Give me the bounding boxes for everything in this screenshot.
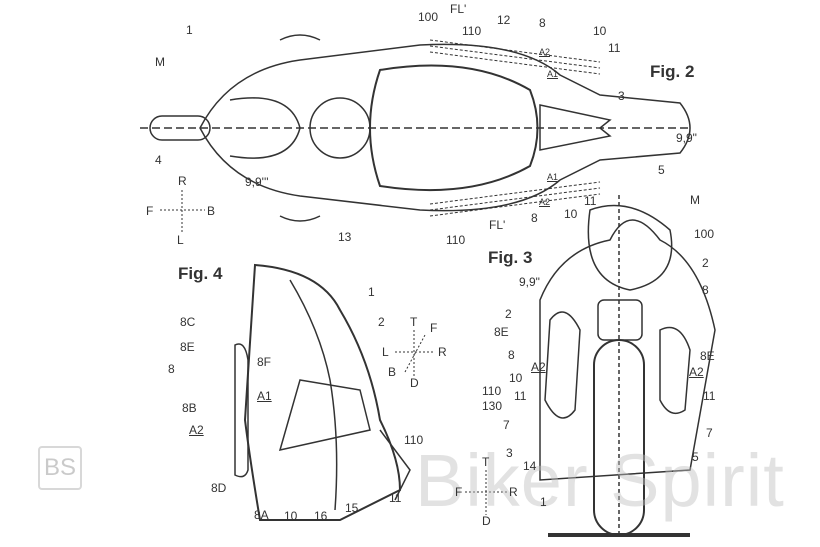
fig3-front-view-drawing	[539, 195, 716, 537]
fig4-label: 8A	[254, 508, 269, 522]
fig2-label: 3	[618, 89, 625, 103]
fig3-label: T	[482, 455, 490, 469]
fig3-label: 130	[482, 399, 503, 413]
fig4-label: 16	[314, 509, 328, 523]
fig3-label: R	[509, 485, 518, 499]
fig2-label: 12	[497, 13, 511, 27]
fig3-label: 9,9"	[519, 275, 540, 289]
fig3-label: 11	[703, 389, 716, 403]
fig3-label: 10	[509, 371, 523, 385]
fig3-label: 8	[702, 283, 709, 297]
fig2-label: FL'	[450, 2, 467, 16]
fig3-label: 7	[503, 418, 510, 432]
fig2-label: 11	[608, 41, 621, 55]
fig4-label: T	[410, 315, 418, 329]
fig2-label: 11	[584, 194, 597, 208]
fig2-label: 8	[531, 211, 538, 225]
fig2-title: Fig. 2	[650, 62, 695, 81]
fig2-label: 100	[418, 10, 439, 24]
fig4-label: R	[438, 345, 447, 359]
fig3-label: 14	[523, 459, 537, 473]
fig4-label: 1	[368, 285, 375, 299]
fig4-label: D	[410, 376, 419, 390]
fig3-label: 2	[505, 307, 512, 321]
fig2-label: F	[146, 204, 154, 218]
fig2-top-view-drawing	[140, 34, 691, 222]
fig2-label: M	[690, 193, 700, 207]
fig3-label: A2	[531, 360, 546, 374]
fig2-label: 5	[658, 163, 665, 177]
fig4-label: 2	[378, 315, 385, 329]
fig3-label: 3	[506, 446, 513, 460]
watermark-text: Biker Spirit	[415, 439, 785, 522]
fig3-label: 1	[540, 495, 547, 509]
fig3-label: 8	[508, 348, 515, 362]
watermark-logo: BS	[38, 446, 82, 490]
fig4-title: Fig. 4	[178, 264, 223, 283]
fig3-label: 11	[514, 389, 527, 403]
direction-arrows	[160, 190, 508, 515]
fig4-label: 8E	[180, 340, 195, 354]
fig4-label: A2	[189, 423, 204, 437]
fig3-label: 8E	[700, 349, 715, 363]
fig3-label: 5	[692, 450, 699, 464]
fig4-label: F	[430, 321, 438, 335]
fig2-label: 4	[155, 153, 162, 167]
fig4-label: 8	[168, 362, 175, 376]
fig3-label: D	[482, 514, 491, 528]
fig2-label: A2	[539, 47, 551, 57]
fig3-label: 110	[482, 384, 502, 398]
fig2-label: 1	[186, 23, 193, 37]
fig3-label: 8E	[494, 325, 509, 339]
fig3-label: A2	[689, 365, 704, 379]
fig2-label: 10	[593, 24, 607, 38]
fig4-side-view-drawing	[234, 263, 411, 521]
fig2-label: 8	[539, 16, 546, 30]
fig4-label: 110	[404, 433, 424, 447]
fig2-label: 110	[446, 233, 466, 247]
fig4-label: 8D	[211, 481, 227, 495]
fig2-label: L	[177, 233, 184, 247]
fig2-label: 110	[462, 24, 482, 38]
fig4-label: 11	[389, 491, 402, 505]
fig4-label: 8C	[180, 315, 196, 329]
fig2-label: M	[155, 55, 165, 69]
fig3-title: Fig. 3	[488, 248, 533, 267]
fig3-label: 7	[706, 426, 713, 440]
fig3-label: 100	[694, 227, 715, 241]
fig2-label: 9,9"	[676, 131, 697, 145]
fig4-label: L	[382, 345, 389, 359]
fig2-label: A2	[539, 197, 551, 207]
fig4-label: B	[388, 365, 397, 379]
fig4-label: 8F	[257, 355, 272, 369]
fig2-label: FL'	[489, 218, 506, 232]
fig4-label: 8B	[182, 401, 197, 415]
fig3-label: 2	[702, 256, 709, 270]
fig4-label: 15	[345, 501, 359, 515]
fig4-label: 10	[284, 509, 298, 523]
fig2-label: 13	[338, 230, 352, 244]
fig4-label: A1	[257, 389, 272, 403]
fig2-label: B	[207, 204, 216, 218]
fig2-label: A1	[547, 172, 559, 182]
fig2-label: 10	[564, 207, 578, 221]
fig3-label: F	[455, 485, 463, 499]
fig2-label: R	[178, 174, 187, 188]
fig2-label: 9,9'''	[245, 175, 269, 189]
fig2-label: A1	[547, 69, 559, 79]
